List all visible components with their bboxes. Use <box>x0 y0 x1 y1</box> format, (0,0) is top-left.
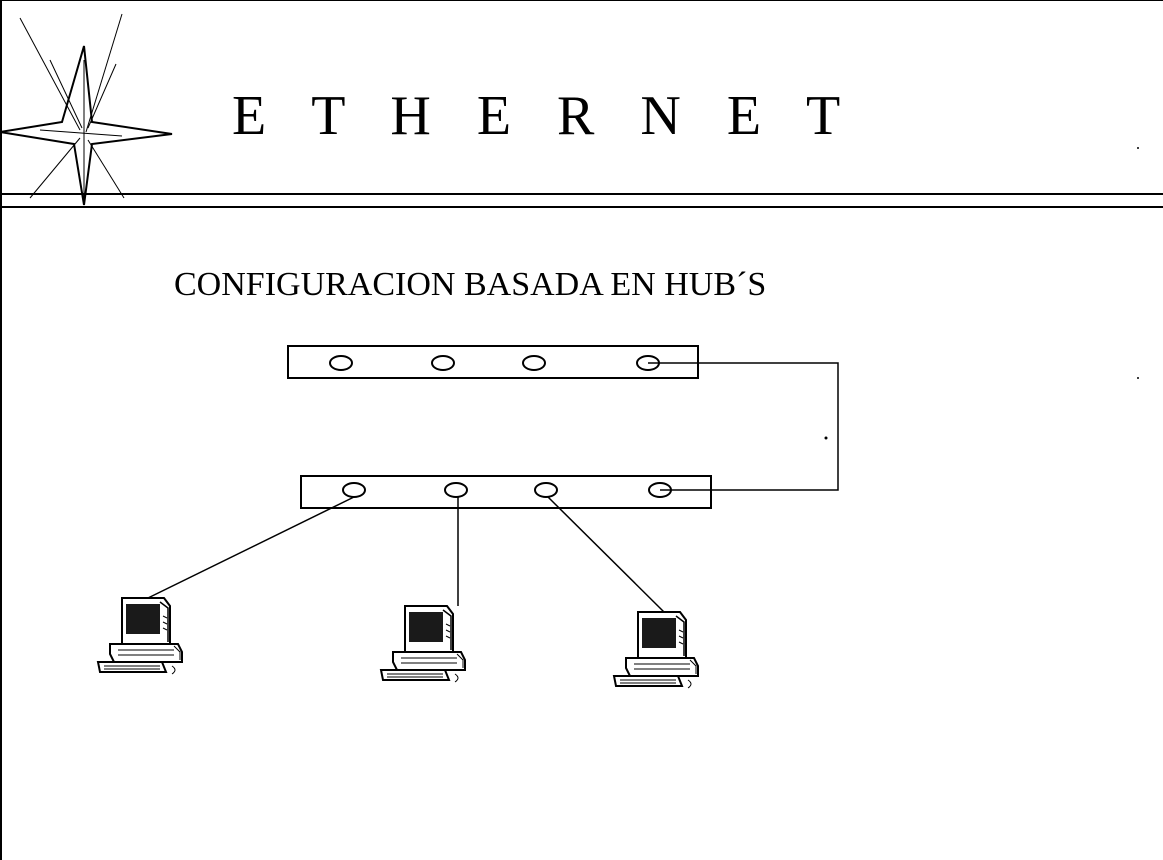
lower-hub <box>300 475 712 509</box>
slide-top-border <box>0 0 1163 1</box>
hub-port <box>431 355 455 371</box>
slide-title: E T H E R N E T <box>232 85 857 147</box>
hub-port <box>329 355 353 371</box>
upper-hub <box>287 345 699 379</box>
hub-port <box>342 482 366 498</box>
scan-speck <box>1137 377 1139 379</box>
scan-speck <box>1137 147 1139 149</box>
workstation-cable <box>547 496 665 613</box>
slide-subtitle: CONFIGURACION BASADA EN HUB´S <box>174 266 767 303</box>
hub-port <box>522 355 546 371</box>
scan-speck <box>824 436 828 440</box>
desktop-computer-icon <box>613 611 699 689</box>
desktop-computer-icon <box>380 605 466 683</box>
hub-port <box>534 482 558 498</box>
desktop-computer-icon <box>97 597 183 675</box>
starburst-logo <box>0 13 173 206</box>
slide-left-border <box>0 0 2 860</box>
hub-uplink-cable <box>648 362 839 491</box>
workstation-cable <box>147 496 355 599</box>
hub-port <box>444 482 468 498</box>
